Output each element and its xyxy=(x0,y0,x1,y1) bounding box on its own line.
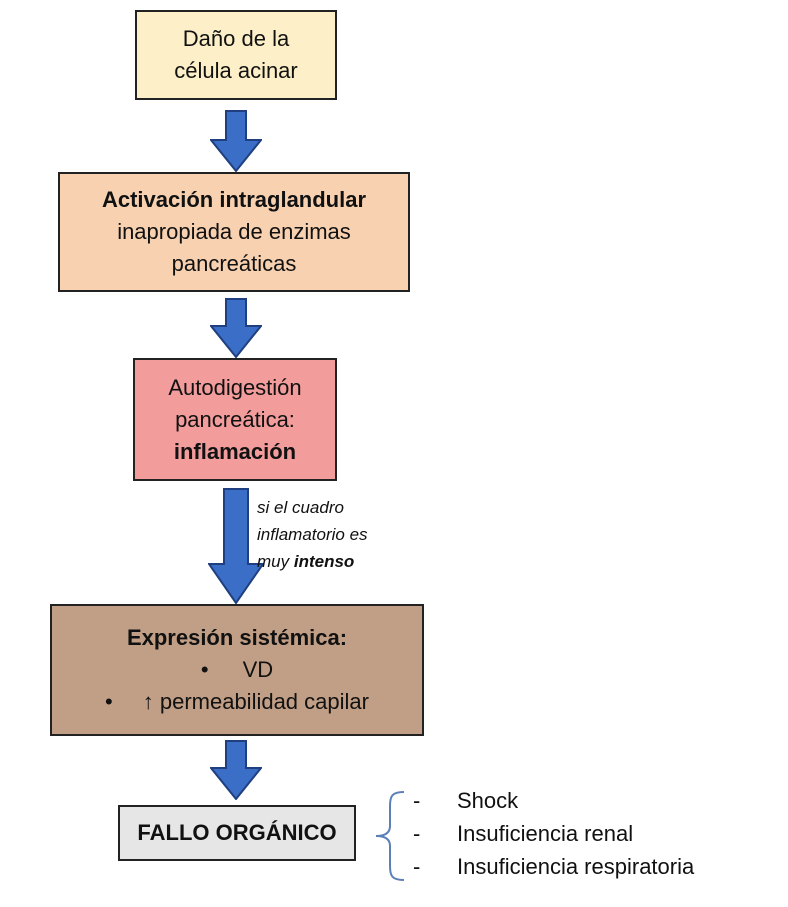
box-dano-celula-acinar: Daño de la célula acinar xyxy=(135,10,337,100)
note-line3-bold: intenso xyxy=(293,552,355,571)
box-fallo-organico: FALLO ORGÁNICO xyxy=(118,805,356,861)
note-line3-prefix: muy xyxy=(257,552,294,571)
outcome-item: - Insuficiencia respiratoria xyxy=(413,850,694,883)
box-expresion-sistemica: Expresión sistémica: • VD • ↑ permeabili… xyxy=(50,604,424,736)
down-arrow-1 xyxy=(210,110,262,172)
condition-note: si el cuadro inflamatorio es muy intenso xyxy=(257,494,368,575)
note-line1: si el cuadro xyxy=(257,498,344,517)
outcome-insuficiencia-renal: Insuficiencia renal xyxy=(457,821,634,846)
box2-line3: pancreáticas xyxy=(171,251,297,276)
bullet-dot-icon: • xyxy=(105,689,113,714)
box1-line1: Daño de la xyxy=(182,26,290,51)
dash-marker: - xyxy=(413,821,421,846)
note-line2: inflamatorio es xyxy=(257,525,368,544)
box4-bullet-2: • ↑ permeabilidad capilar xyxy=(105,686,369,718)
box4-bullet-1-text: VD xyxy=(242,657,274,682)
down-arrow-3 xyxy=(208,488,264,604)
box5-label: FALLO ORGÁNICO xyxy=(137,820,337,845)
curly-brace-icon xyxy=(375,791,405,881)
box2-line2: inapropiada de enzimas xyxy=(117,219,351,244)
box-activacion-intraglandular: Activación intraglandular inapropiada de… xyxy=(58,172,410,292)
bullet-dot-icon: • xyxy=(200,657,209,682)
box2-line1: Activación intraglandular xyxy=(101,187,367,212)
dash-marker: - xyxy=(413,788,421,813)
box4-title: Expresión sistémica: xyxy=(126,625,348,650)
box3-line2: pancreática: xyxy=(175,406,295,432)
outcome-item: - Insuficiencia renal xyxy=(413,817,694,850)
note-line3: muy intenso xyxy=(257,548,368,575)
outcome-item: - Shock xyxy=(413,784,694,817)
outcome-shock: Shock xyxy=(457,788,519,813)
outcome-insuficiencia-respiratoria: Insuficiencia respiratoria xyxy=(457,854,695,879)
outcomes-list: - Shock - Insuficiencia renal - Insufici… xyxy=(413,784,694,883)
down-arrow-4 xyxy=(210,740,262,800)
box3-line3: inflamación xyxy=(173,438,297,464)
down-arrow-2 xyxy=(210,298,262,358)
dash-marker: - xyxy=(413,854,421,879)
box-autodigestion-pancreatica: Autodigestión pancreática: inflamación xyxy=(133,358,337,481)
box4-bullet-2-text: ↑ permeabilidad capilar xyxy=(142,689,369,714)
box4-bullet-1: • VD xyxy=(201,654,273,686)
box3-line1: Autodigestión xyxy=(168,374,302,400)
box1-line2: célula acinar xyxy=(174,58,298,83)
